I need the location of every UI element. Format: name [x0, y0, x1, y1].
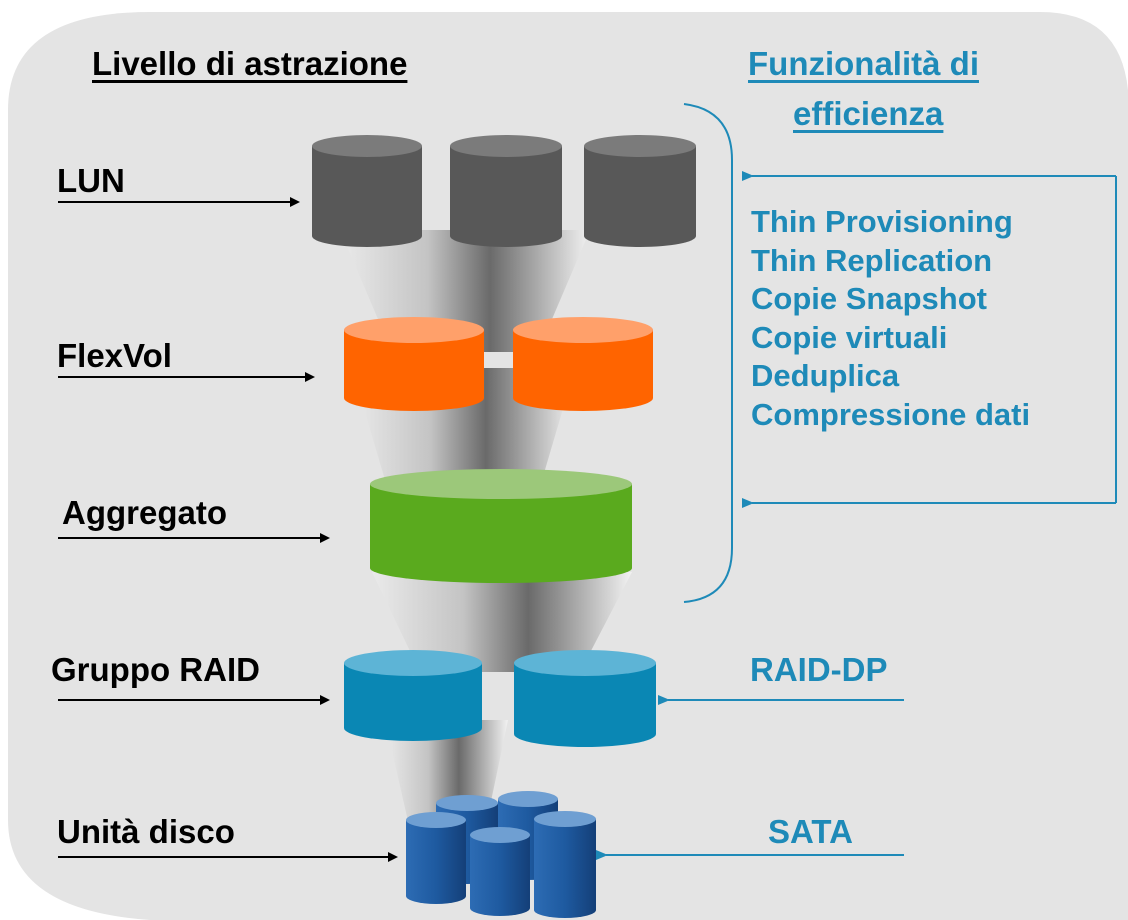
raid-cylinder: [344, 650, 482, 741]
efficiency-feature: Deduplica: [751, 358, 900, 393]
disk-drive: [470, 827, 530, 916]
abstraction-level-header: Livello di astrazione: [92, 45, 408, 82]
raid-type-label: RAID-DP: [750, 651, 888, 688]
level-arrows: [58, 197, 398, 862]
efficiency-feature: Copie virtuali: [751, 319, 948, 355]
level-label-flexvol: FlexVol: [57, 337, 172, 374]
efficiency-feature: Thin Replication: [751, 242, 993, 278]
efficiency-bracket: [742, 171, 1117, 508]
lun-cylinders: [312, 135, 696, 247]
efficiency-feature: Copie Snapshot: [751, 281, 987, 316]
efficiency-features-header-line2: efficienza: [793, 95, 944, 132]
lun-cylinder: [584, 135, 696, 247]
diagram-panel: [8, 12, 1128, 920]
flexvol-cylinder: [513, 317, 653, 411]
efficiency-feature: Thin Provisioning: [751, 204, 1013, 239]
raid-cylinder: [514, 650, 656, 747]
level-label-disk: Unità disco: [57, 813, 235, 850]
disk-type-label: SATA: [768, 813, 853, 850]
flexvol-cylinder: [344, 317, 484, 411]
flexvol-cylinders: [344, 317, 653, 411]
efficiency-feature-list: Thin Provisioning Thin Replication Copie…: [751, 203, 1030, 434]
efficiency-feature: Compressione dati: [751, 396, 1031, 432]
level-label-aggregate: Aggregato: [62, 494, 227, 531]
disk-drive: [406, 812, 466, 904]
level-label-raid-group: Gruppo RAID: [51, 651, 260, 688]
aggregate-cylinder: [370, 469, 632, 583]
disk-drive: [534, 811, 596, 918]
efficiency-brace-icon: [683, 103, 733, 603]
lun-cylinder: [450, 135, 562, 247]
raid-cylinders: [344, 650, 656, 747]
efficiency-features-header-line1: Funzionalità di: [748, 45, 979, 82]
level-label-lun: LUN: [57, 162, 125, 199]
funnel-segment-aggregate: [372, 572, 632, 672]
disk-drives: [406, 791, 596, 918]
lun-cylinder: [312, 135, 422, 247]
